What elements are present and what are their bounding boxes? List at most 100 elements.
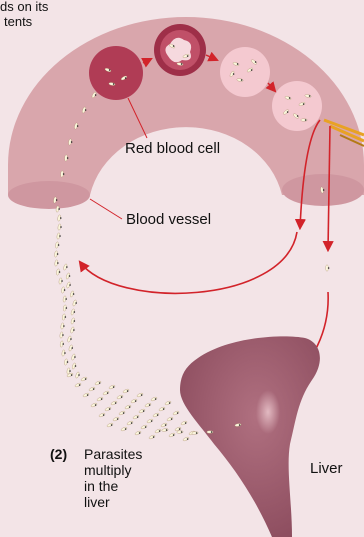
- parasite-nucleus: [165, 424, 167, 426]
- parasite: [181, 420, 188, 425]
- parasite-nucleus: [74, 320, 76, 322]
- parasite-nucleus: [75, 302, 77, 304]
- parasite: [173, 410, 180, 415]
- parasite: [107, 422, 114, 427]
- parasite-nucleus: [187, 438, 189, 440]
- parasite-nucleus: [309, 95, 311, 97]
- parasite: [147, 418, 154, 423]
- parasite-nucleus: [179, 428, 181, 430]
- parasite-nucleus: [159, 430, 161, 432]
- parasite-nucleus: [67, 157, 69, 159]
- parasite-nucleus: [143, 410, 145, 412]
- parasite-nucleus: [69, 370, 71, 372]
- red-blood-cell-label: Red blood cell: [125, 140, 220, 157]
- parasite-nucleus: [73, 329, 75, 331]
- parasite-nucleus: [185, 422, 187, 424]
- parasite-nucleus: [129, 406, 131, 408]
- parasite: [151, 396, 158, 401]
- parasite-nucleus: [71, 374, 73, 376]
- parasite: [159, 406, 166, 411]
- parasite-nucleus: [62, 343, 64, 345]
- parasite-nucleus: [79, 384, 81, 386]
- top-cropped-label-line1: ds on its: [0, 0, 90, 15]
- parasite: [97, 396, 104, 401]
- parasite-nucleus: [62, 334, 64, 336]
- parasite: [103, 390, 110, 395]
- parasite-nucleus: [74, 356, 76, 358]
- parasite-nucleus: [67, 361, 69, 363]
- parasite-nucleus: [297, 115, 299, 117]
- parasite-nucleus: [181, 63, 183, 65]
- parasite-nucleus: [65, 298, 67, 300]
- parasite-nucleus: [65, 316, 67, 318]
- parasite-nucleus: [196, 432, 198, 434]
- parasite: [139, 408, 146, 413]
- parasite-nucleus: [103, 414, 105, 416]
- parasite: [81, 376, 88, 381]
- parasite-nucleus: [137, 416, 139, 418]
- parasite-nucleus: [115, 402, 117, 404]
- parasite: [149, 434, 156, 439]
- parasite-nucleus: [60, 226, 62, 228]
- parasite-nucleus: [61, 280, 63, 282]
- parasite-nucleus: [121, 396, 123, 398]
- parasite-nucleus: [166, 429, 168, 431]
- parasite: [165, 400, 172, 405]
- parasite-nucleus: [66, 266, 68, 268]
- parasite: [133, 414, 140, 419]
- top-cropped-label: ds on its tents: [0, 0, 90, 30]
- parasite-nucleus: [251, 69, 253, 71]
- parasite-nucleus: [171, 418, 173, 420]
- liver-highlight: [256, 390, 280, 434]
- parasite-nucleus: [64, 352, 66, 354]
- vessel-leader-line: [90, 199, 122, 219]
- parasite-nucleus: [125, 428, 127, 430]
- step-2-line1: Parasites: [84, 446, 154, 462]
- blood-vessel-label: Blood vessel: [126, 211, 211, 228]
- parasite: [121, 426, 128, 431]
- red-blood-cell-1: [89, 46, 143, 100]
- parasite: [161, 422, 168, 427]
- parasite-nucleus: [155, 398, 157, 400]
- parasite-nucleus: [117, 418, 119, 420]
- parasite-nucleus: [173, 45, 175, 47]
- parasite: [167, 416, 174, 421]
- parasite-nucleus: [69, 284, 71, 286]
- step-2-description: Parasites multiply in the liver: [84, 446, 154, 510]
- parasite-nucleus: [187, 55, 189, 57]
- liver-shape: [180, 336, 320, 537]
- parasite-nucleus: [71, 141, 73, 143]
- parasite-nucleus: [101, 398, 103, 400]
- parasite-nucleus: [153, 436, 155, 438]
- step-2-label: (2) Parasites multiply in the liver: [50, 446, 67, 462]
- parasite: [127, 420, 134, 425]
- parasite: [183, 436, 190, 441]
- parasite-nucleus: [211, 431, 213, 433]
- parasite-nucleus: [149, 404, 151, 406]
- parasite-nucleus: [241, 79, 243, 81]
- parasite-nucleus: [77, 125, 79, 127]
- parasite: [125, 404, 132, 409]
- parasite-nucleus: [303, 103, 305, 105]
- parasite-nucleus: [125, 77, 127, 79]
- parasite-nucleus: [181, 431, 183, 433]
- parasite-nucleus: [255, 61, 257, 63]
- parasite-nucleus: [173, 434, 175, 436]
- parasite: [105, 406, 112, 411]
- parasite-nucleus: [287, 111, 289, 113]
- parasite-nucleus: [73, 293, 75, 295]
- parasite: [91, 402, 98, 407]
- top-cropped-label-line2: tents: [0, 15, 90, 30]
- parasite-nucleus: [145, 426, 147, 428]
- parasite-nucleus: [57, 253, 59, 255]
- parasite: [131, 398, 138, 403]
- parasite-nucleus: [289, 97, 291, 99]
- parasite: [75, 382, 82, 387]
- parasite-nucleus: [78, 374, 80, 376]
- parasite-nucleus: [237, 63, 239, 65]
- parasite-nucleus: [64, 289, 66, 291]
- parasite: [137, 392, 144, 397]
- parasite-nucleus: [59, 271, 61, 273]
- parasite-nucleus: [57, 262, 59, 264]
- parasite-nucleus: [109, 408, 111, 410]
